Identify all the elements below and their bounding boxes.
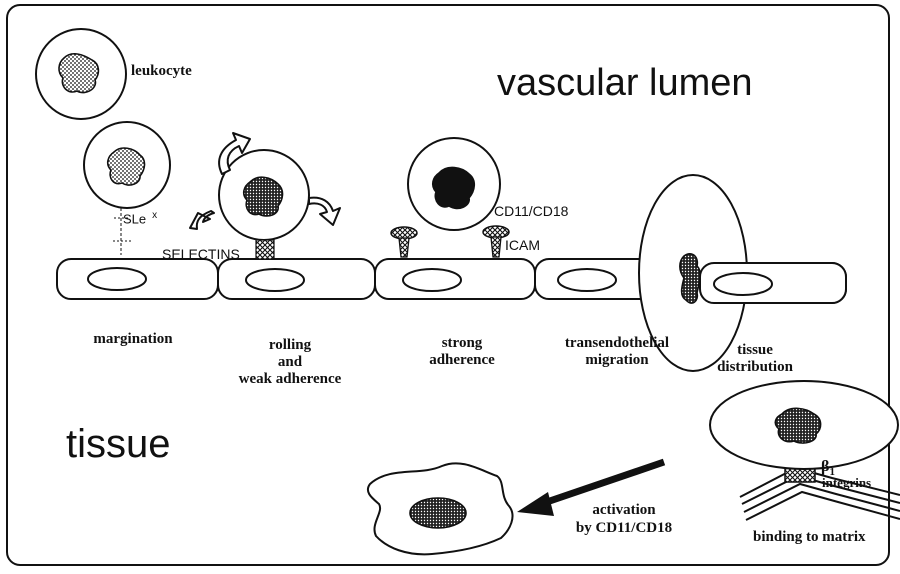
activation-label: activation by CD11/CD18 bbox=[569, 501, 679, 537]
stage-tissue-distribution: tissue distribution bbox=[700, 342, 810, 376]
icam-label: ICAM bbox=[505, 237, 540, 253]
vascular-lumen-title: vascular lumen bbox=[497, 62, 753, 105]
tissue-title: tissue bbox=[66, 422, 171, 467]
leukocyte-label: leukocyte bbox=[131, 63, 192, 80]
matrix-fibers bbox=[740, 468, 900, 520]
integrins-label: integrins bbox=[822, 475, 871, 491]
marginating-leukocyte-nucleus bbox=[108, 148, 145, 185]
macrophage-nucleus bbox=[410, 498, 466, 528]
adherent-leukocyte-nucleus bbox=[433, 167, 475, 208]
stage-strong-adherence: strong adherence bbox=[412, 335, 512, 369]
selectin-bond bbox=[256, 240, 274, 259]
tissue-leukocyte-nucleus bbox=[775, 408, 820, 443]
leukocyte-nucleus bbox=[59, 54, 98, 93]
leukocyte-cell bbox=[36, 29, 126, 119]
adherent-leukocyte bbox=[391, 138, 509, 257]
stage-margination: margination bbox=[78, 331, 188, 348]
tissue-leukocyte bbox=[710, 381, 900, 520]
rolling-leukocyte-nucleus bbox=[244, 177, 283, 216]
stage-rolling-weak-adherence: rolling and weak adherence bbox=[230, 337, 350, 388]
selectins-label: SELECTINS bbox=[162, 246, 240, 262]
cd11-cd18-label: CD11/CD18 bbox=[494, 203, 568, 219]
stage-transendothelial-migration: transendothelial migration bbox=[553, 335, 681, 369]
activated-macrophage bbox=[368, 463, 513, 554]
binding-to-matrix-label: binding to matrix bbox=[753, 529, 866, 546]
marginating-leukocyte bbox=[84, 122, 170, 255]
icam-receptor-left bbox=[391, 227, 417, 257]
rolling-leukocyte bbox=[219, 150, 309, 259]
